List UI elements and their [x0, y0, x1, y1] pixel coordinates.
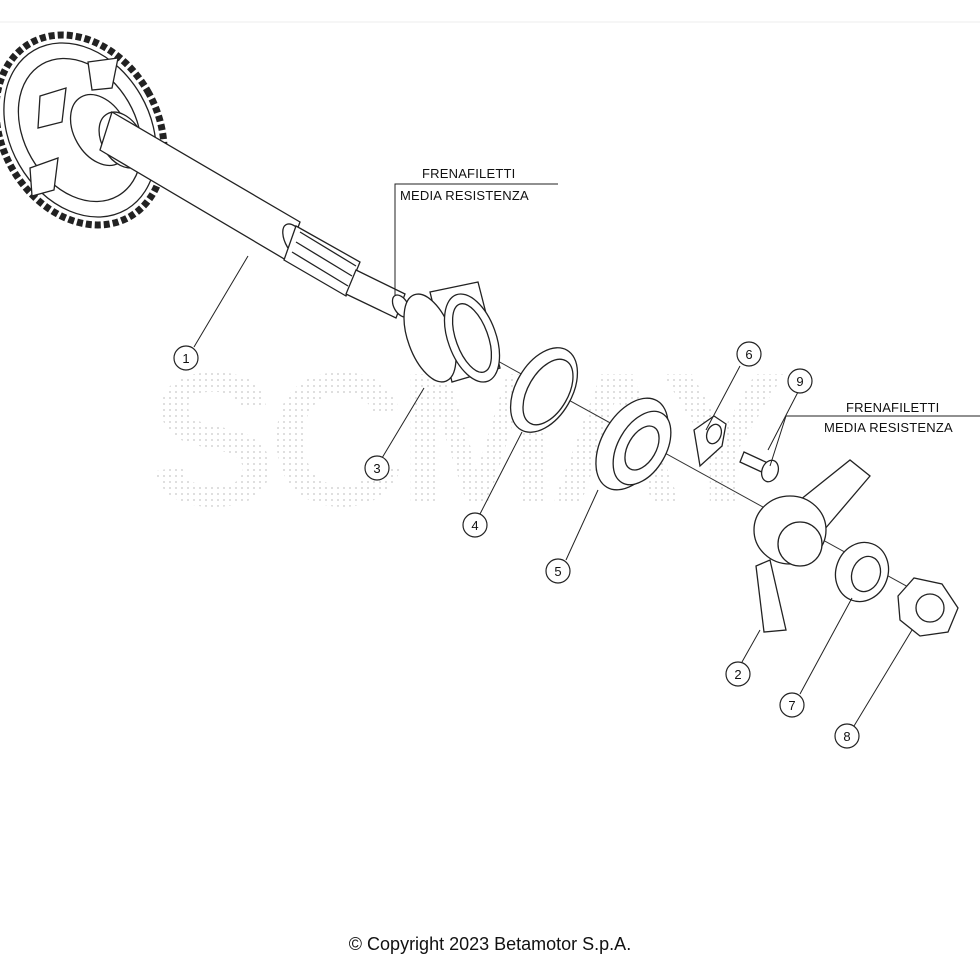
callout-9: 9: [787, 368, 813, 394]
part-2-lever: [753, 459, 871, 633]
svg-text:6: 6: [745, 347, 752, 362]
leader-9: [767, 391, 799, 451]
svg-text:8: 8: [843, 729, 850, 744]
callout-5: 5: [545, 558, 571, 584]
leader-2: [741, 629, 761, 663]
callout-4: 4: [462, 512, 488, 538]
callout-2: 2: [725, 661, 751, 687]
threadlocker-note-1-sub: MEDIA RESISTENZA: [400, 188, 529, 204]
svg-text:7: 7: [788, 698, 795, 713]
leader-5: [565, 489, 599, 561]
svg-text:9: 9: [796, 374, 803, 389]
part-9-screw: [739, 451, 780, 483]
leader-3: [381, 387, 425, 459]
part-3-bushing: [403, 281, 501, 383]
leader-6: [705, 365, 741, 431]
part-6-lock-plate: [693, 415, 727, 468]
callout-3: 3: [364, 455, 390, 481]
leader-4: [479, 431, 523, 515]
leader-8: [853, 629, 913, 727]
leader-1: [193, 255, 249, 348]
part-7-washer: [834, 541, 890, 603]
note-1-line1: FRENAFILETTI: [422, 166, 516, 181]
note-2-line1: FRENAFILETTI: [846, 400, 940, 415]
leader-7: [799, 597, 853, 695]
copyright-text: © Copyright 2023 Betamotor S.p.A.: [348, 934, 632, 954]
note-leader-1: [394, 183, 558, 295]
threadlocker-note-2: FRENAFILETTI: [846, 400, 939, 416]
svg-text:5: 5: [554, 564, 561, 579]
note-leader-2: [769, 415, 980, 467]
note-2-line2: MEDIA RESISTENZA: [824, 420, 953, 435]
part-8-nut: [897, 577, 959, 637]
threadlocker-note-2-sub: MEDIA RESISTENZA: [824, 420, 953, 436]
callout-8: 8: [834, 723, 860, 749]
svg-text:2: 2: [734, 667, 741, 682]
part-4-seal: [509, 347, 579, 433]
threadlocker-note-1: FRENAFILETTI: [422, 166, 515, 182]
part-1-sprocket-shaft: [0, 31, 411, 319]
callouts: 1 2 3 4 5 6 7 8 9: [173, 341, 860, 749]
part-5-bearing: [595, 397, 672, 491]
callout-1: 1: [173, 345, 199, 371]
svg-text:3: 3: [373, 461, 380, 476]
svg-text:4: 4: [471, 518, 478, 533]
callout-6: 6: [736, 341, 762, 367]
leader-lines: [193, 183, 980, 727]
callout-7: 7: [779, 692, 805, 718]
svg-text:1: 1: [182, 351, 189, 366]
note-1-line2: MEDIA RESISTENZA: [400, 188, 529, 203]
